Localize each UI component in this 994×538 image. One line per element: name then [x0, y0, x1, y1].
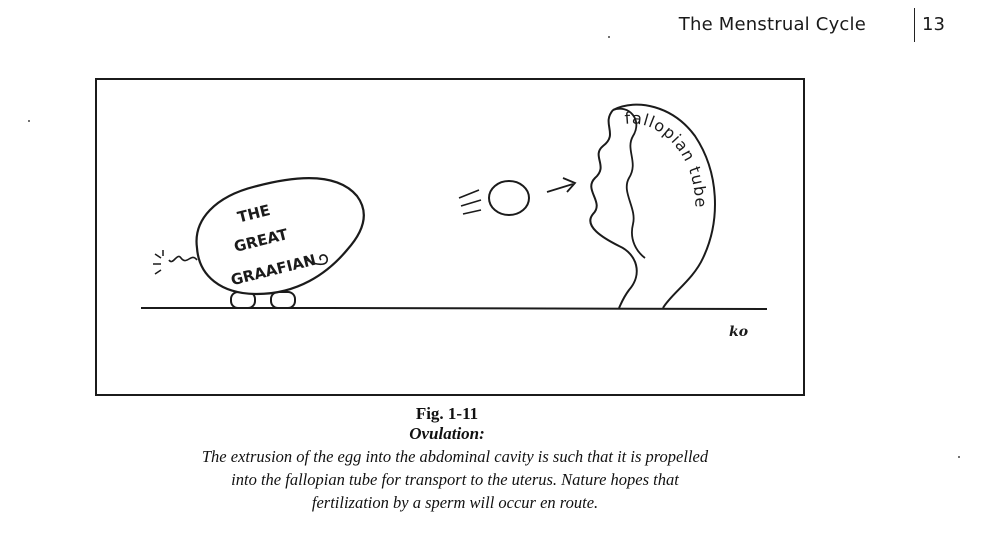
spark-icon — [153, 250, 164, 275]
running-head-divider — [914, 8, 915, 42]
cartoon-illustration: THE GREAT GRAAFIAN — [141, 103, 768, 340]
speed-lines — [458, 189, 482, 215]
running-head-title: The Menstrual Cycle — [678, 14, 866, 35]
follicle-text-swash — [306, 254, 328, 266]
egg — [488, 180, 530, 216]
fallopian-tube-label: fallopian tube — [624, 108, 711, 208]
figure-title: Ovulation: — [409, 424, 485, 443]
caption-line-1: The extrusion of the egg into the abdomi… — [201, 447, 709, 466]
scan-speck — [958, 456, 960, 458]
scan-speck — [608, 36, 610, 38]
fallopian-tube-rim — [612, 107, 646, 259]
fallopian-tube-fimbriae — [589, 109, 638, 309]
scan-speck — [28, 120, 30, 122]
caption-line-2: into the fallopian tube for transport to… — [231, 470, 679, 489]
caption-line-3: fertilization by a sperm will occur en r… — [311, 493, 599, 512]
artist-signature: ko — [729, 324, 748, 340]
follicle-tail — [168, 255, 198, 263]
figure-caption: Fig. 1-11 Ovulation: The extrusion of th… — [95, 404, 815, 514]
cartoon-figure: THE GREAT GRAAFIAN — [95, 78, 805, 396]
running-head: The Menstrual Cycle 13 — [660, 8, 960, 42]
page-number: 13 — [922, 14, 945, 35]
fallopian-tube-body — [612, 103, 716, 309]
figure-label: Fig. 1-11 — [415, 404, 479, 423]
graafian-follicle — [195, 177, 365, 296]
ground-line — [141, 307, 768, 310]
arrow-icon — [546, 177, 577, 193]
follicle-right-foot — [270, 291, 296, 309]
figure-description: The extrusion of the egg into the abdomi… — [95, 445, 815, 514]
